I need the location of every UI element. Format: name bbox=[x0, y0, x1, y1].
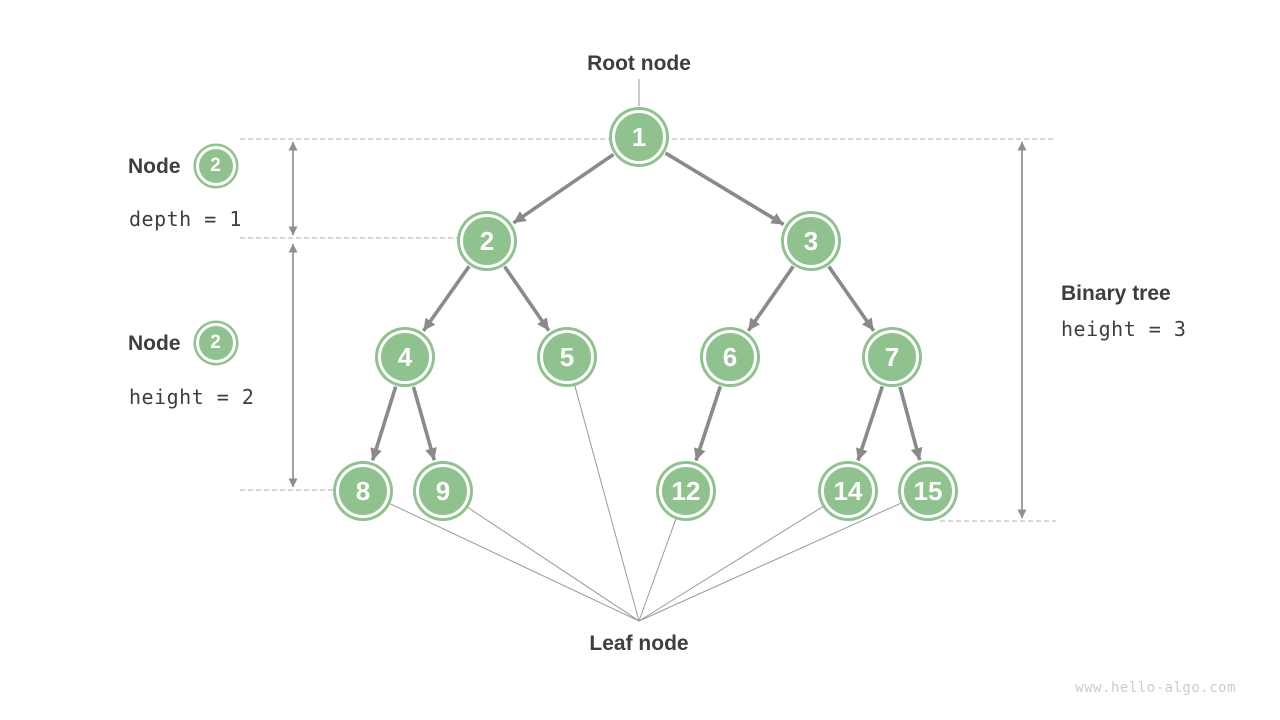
leaf-node-label: Leaf node bbox=[589, 632, 689, 655]
depth-metric-label: depth = 1 bbox=[129, 207, 242, 231]
leaf-pointer-line-8 bbox=[389, 503, 640, 622]
tree-node-5: 5 bbox=[540, 330, 594, 384]
node-badge-bottom: 2 bbox=[195, 323, 236, 363]
tree-edge-1-3 bbox=[664, 151, 785, 226]
annotation-node-height: Node 2 bbox=[128, 323, 236, 363]
tree-node-14: 14 bbox=[821, 464, 875, 518]
node-label-bottom: Node bbox=[128, 331, 181, 355]
root-node-label: Root node bbox=[587, 52, 691, 75]
tree-node-6: 6 bbox=[703, 330, 757, 384]
tree-edge-3-7 bbox=[827, 265, 876, 332]
height-metric-label: height = 2 bbox=[129, 385, 255, 409]
tree-edge-3-6 bbox=[746, 265, 795, 332]
tree-node-15: 15 bbox=[901, 464, 955, 518]
tree-edge-7-14 bbox=[856, 385, 885, 462]
tree-node-2: 2 bbox=[460, 214, 514, 268]
leaf-pointer-line-12 bbox=[638, 519, 677, 622]
tree-height-metric-label: height = 3 bbox=[1061, 317, 1187, 341]
tree-node-8: 8 bbox=[336, 464, 390, 518]
leaf-pointer-line-14 bbox=[638, 506, 823, 622]
tree-node-1: 1 bbox=[612, 110, 666, 164]
leaf-pointer-line-9 bbox=[467, 507, 640, 622]
node-badge-top: 2 bbox=[195, 146, 236, 186]
tree-edge-6-12 bbox=[694, 385, 723, 462]
annotation-node-depth: Node 2 bbox=[128, 146, 236, 186]
tree-edge-7-15 bbox=[898, 386, 923, 461]
binary-tree-label: Binary tree bbox=[1061, 282, 1171, 305]
tree-edge-2-5 bbox=[503, 265, 551, 332]
tree-node-12: 12 bbox=[659, 464, 713, 518]
leaf-pointer-line-5 bbox=[574, 385, 640, 622]
node-label-top: Node bbox=[128, 154, 181, 178]
watermark: www.hello-algo.com bbox=[1075, 680, 1236, 696]
tree-node-9: 9 bbox=[416, 464, 470, 518]
leaf-pointer-line-15 bbox=[638, 502, 901, 622]
tree-node-4: 4 bbox=[378, 330, 432, 384]
tree-node-3: 3 bbox=[784, 214, 838, 268]
tree-node-7: 7 bbox=[865, 330, 919, 384]
tree-edge-1-2 bbox=[512, 153, 615, 225]
tree-edge-4-9 bbox=[411, 386, 437, 461]
tree-edge-2-4 bbox=[422, 265, 471, 332]
tree-edge-4-8 bbox=[370, 386, 398, 462]
